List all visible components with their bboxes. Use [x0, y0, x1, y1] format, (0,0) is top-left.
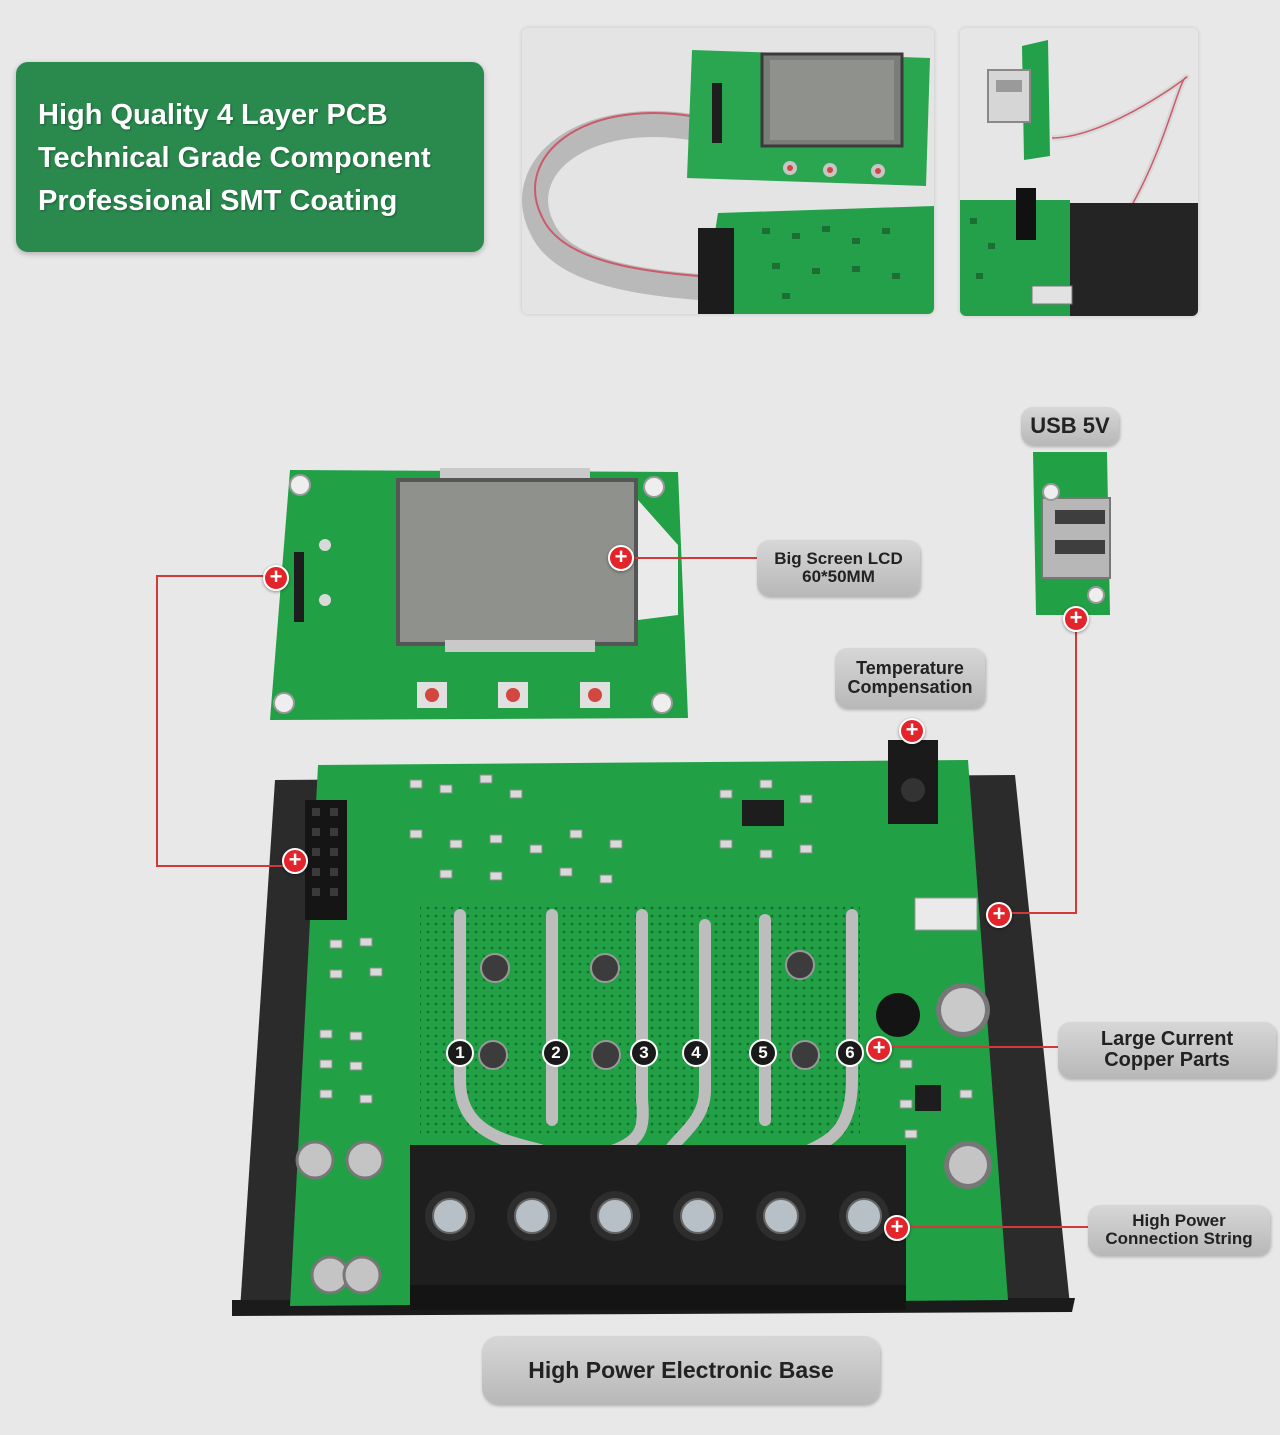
terminal-number: 1 — [446, 1039, 474, 1067]
callout-usb-text: USB 5V — [1030, 413, 1110, 439]
callout-usb: USB 5V — [1021, 407, 1119, 445]
terminal-number: 5 — [749, 1039, 777, 1067]
callout-lcd: Big Screen LCD 60*50MM — [757, 540, 920, 596]
terminal-number: 6 — [836, 1039, 864, 1067]
terminal-number: 4 — [682, 1039, 710, 1067]
feature-banner: High Quality 4 Layer PCB Technical Grade… — [16, 62, 484, 252]
callout-power: High Power Connection String — [1088, 1205, 1270, 1255]
callout-power-line-1: High Power — [1132, 1211, 1226, 1231]
marker-lcd-screen: + — [608, 545, 634, 571]
terminal-number: 2 — [542, 1039, 570, 1067]
feature-line-1: High Quality 4 Layer PCB — [38, 99, 388, 131]
marker-copper: + — [866, 1036, 892, 1062]
callout-base: High Power Electronic Base — [482, 1336, 880, 1404]
marker-power: + — [884, 1215, 910, 1241]
terminal-number: 3 — [630, 1039, 658, 1067]
feature-line-3: Professional SMT Coating — [38, 185, 398, 217]
marker-usb-connector: + — [986, 902, 1012, 928]
callout-lcd-line-2: 60*50MM — [802, 567, 875, 586]
callout-lcd-line-1: Big Screen LCD — [774, 549, 903, 569]
callout-temperature-line-1: Temperature — [856, 658, 964, 679]
callout-copper: Large Current Copper Parts — [1058, 1022, 1276, 1078]
callout-base-text: High Power Electronic Base — [528, 1356, 834, 1383]
callout-temperature-line-2: Compensation — [847, 677, 973, 697]
callout-copper-line-2: Copper Parts — [1104, 1049, 1230, 1071]
marker-usb-module: + — [1063, 606, 1089, 632]
feature-line-2: Technical Grade Component — [38, 142, 431, 174]
marker-base-header: + — [282, 848, 308, 874]
usb-module-photo — [960, 28, 1198, 316]
marker-temperature: + — [899, 718, 925, 744]
callout-temperature: Temperature Compensation — [835, 648, 985, 708]
lcd-ribbon-photo — [522, 28, 934, 314]
callout-copper-line-1: Large Current — [1100, 1028, 1234, 1050]
callout-power-line-2: Connection String — [1105, 1229, 1253, 1248]
marker-lcd-header: + — [263, 565, 289, 591]
